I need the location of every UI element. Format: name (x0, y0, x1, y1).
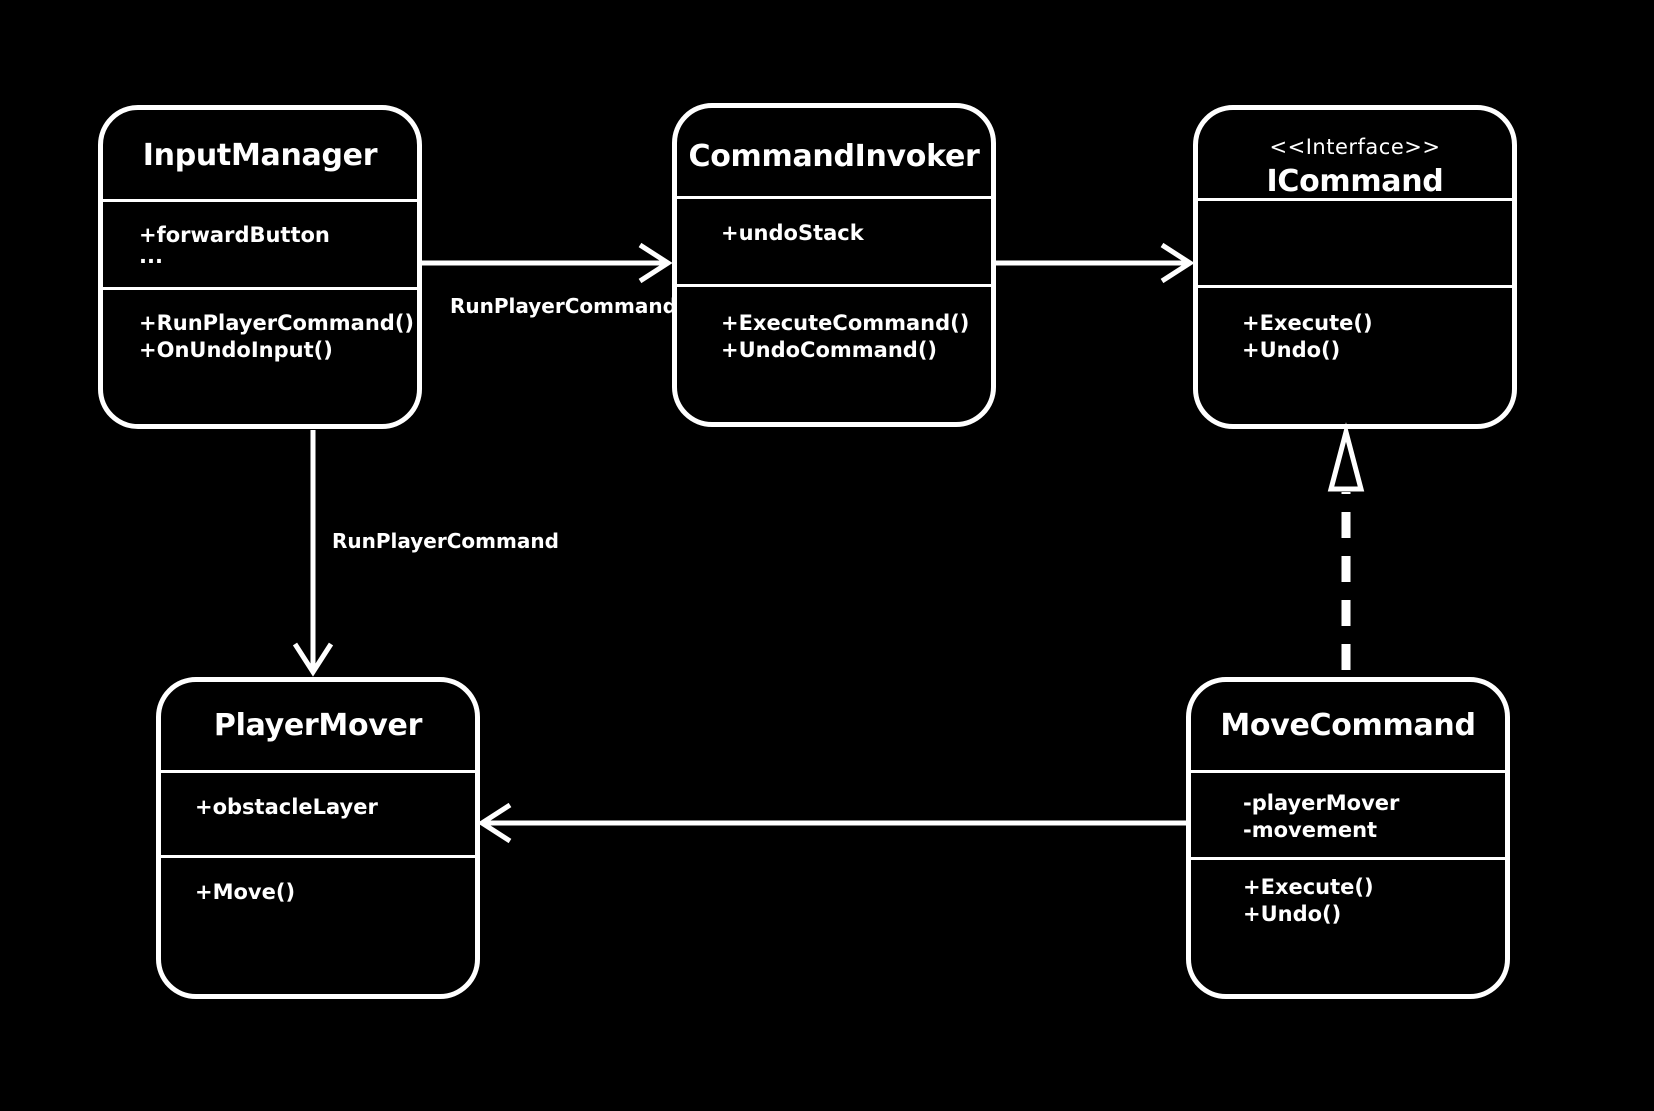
attribute: -playerMover (1243, 791, 1400, 815)
class-name: InputManager (142, 138, 378, 173)
method-list: +Execute() +Undo() (1242, 310, 1373, 364)
attribute: ... (139, 244, 163, 268)
edge-invoker-to-icommand (995, 242, 1195, 284)
edge-movecommand-to-mover (477, 802, 1186, 844)
attribute: -movement (1243, 818, 1378, 842)
class-name: ICommand (1266, 164, 1444, 199)
method: +UndoCommand() (721, 338, 938, 362)
method: +RunPlayerCommand() (139, 311, 415, 335)
method: +Undo() (1243, 902, 1342, 926)
class-box-player-mover[interactable]: PlayerMover +obstacleLayer +Move() (156, 677, 480, 999)
method: +Move() (195, 880, 296, 904)
method: +ExecuteCommand() (721, 311, 970, 335)
attribute: +obstacleLayer (195, 795, 378, 819)
stereotype-label: <<Interface>> (1269, 135, 1441, 159)
divider (1191, 770, 1505, 773)
divider (161, 855, 475, 858)
divider (677, 284, 991, 287)
attribute-list: +obstacleLayer (195, 794, 378, 821)
divider (1198, 285, 1512, 288)
class-name: MoveCommand (1220, 708, 1476, 743)
divider (103, 287, 417, 290)
attribute-list: +forwardButton ... (139, 222, 330, 270)
edge-label-input-to-invoker: RunPlayerCommand (450, 294, 677, 318)
realization-triangle-icon (1327, 422, 1365, 492)
class-box-move-command[interactable]: MoveCommand -playerMover -movement +Exec… (1186, 677, 1510, 999)
edge-input-to-invoker (420, 242, 673, 284)
attribute-list: +undoStack (721, 220, 864, 247)
divider (1198, 198, 1512, 201)
class-name: CommandInvoker (688, 139, 980, 174)
edge-label-input-to-mover: RunPlayerCommand (332, 529, 559, 553)
divider (103, 199, 417, 202)
method-list: +Move() (195, 879, 295, 906)
class-box-command-invoker[interactable]: CommandInvoker +undoStack +ExecuteComman… (672, 103, 996, 427)
method: +Undo() (1242, 338, 1341, 362)
method: +Execute() (1242, 311, 1373, 335)
class-name: PlayerMover (213, 708, 423, 743)
edge-input-to-mover (292, 430, 334, 677)
method-list: +RunPlayerCommand() +OnUndoInput() (139, 310, 414, 364)
method-list: +Execute() +Undo() (1243, 874, 1374, 928)
divider (1191, 857, 1505, 860)
class-box-input-manager[interactable]: InputManager +forwardButton ... +RunPlay… (98, 105, 422, 429)
method: +Execute() (1243, 875, 1374, 899)
class-box-icommand[interactable]: <<Interface>> ICommand +Execute() +Undo(… (1193, 105, 1517, 429)
attribute: +undoStack (721, 221, 864, 245)
attribute-list: -playerMover -movement (1243, 790, 1399, 844)
method: +OnUndoInput() (139, 338, 333, 362)
method-list: +ExecuteCommand() +UndoCommand() (721, 310, 969, 364)
edge-movecommand-realizes-icommand (1327, 422, 1365, 670)
attribute: +forwardButton (139, 223, 330, 247)
divider (677, 196, 991, 199)
divider (161, 770, 475, 773)
